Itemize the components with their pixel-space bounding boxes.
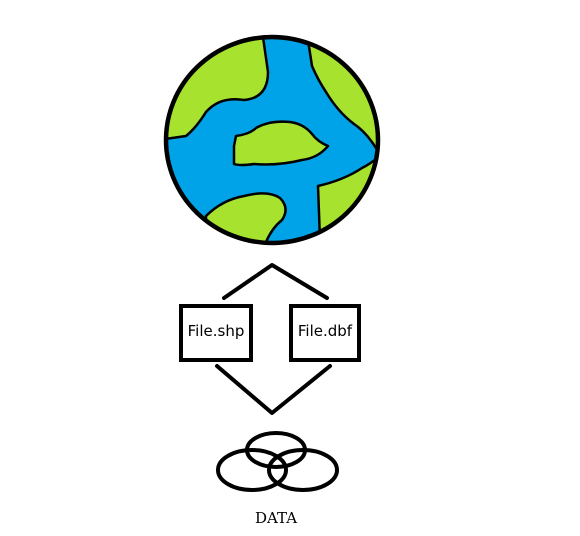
ring-left bbox=[216, 448, 288, 492]
data-label: DATA bbox=[255, 509, 297, 527]
globe-connector-lines bbox=[222, 263, 329, 300]
interlocking-rings-icon bbox=[216, 431, 339, 492]
globe-outline bbox=[163, 34, 381, 246]
ring-right bbox=[267, 448, 339, 492]
continent-center bbox=[232, 120, 330, 167]
earth-globe-icon bbox=[163, 34, 381, 246]
dbf-file-label: File.dbf bbox=[298, 322, 353, 340]
dbf-file-border bbox=[289, 304, 361, 362]
data-connector-lines bbox=[215, 364, 332, 415]
dbf-file-box: File.dbf bbox=[289, 304, 361, 362]
shp-file-box: File.shp bbox=[179, 304, 253, 362]
shp-file-border bbox=[179, 304, 253, 362]
shp-file-label: File.shp bbox=[188, 322, 245, 340]
